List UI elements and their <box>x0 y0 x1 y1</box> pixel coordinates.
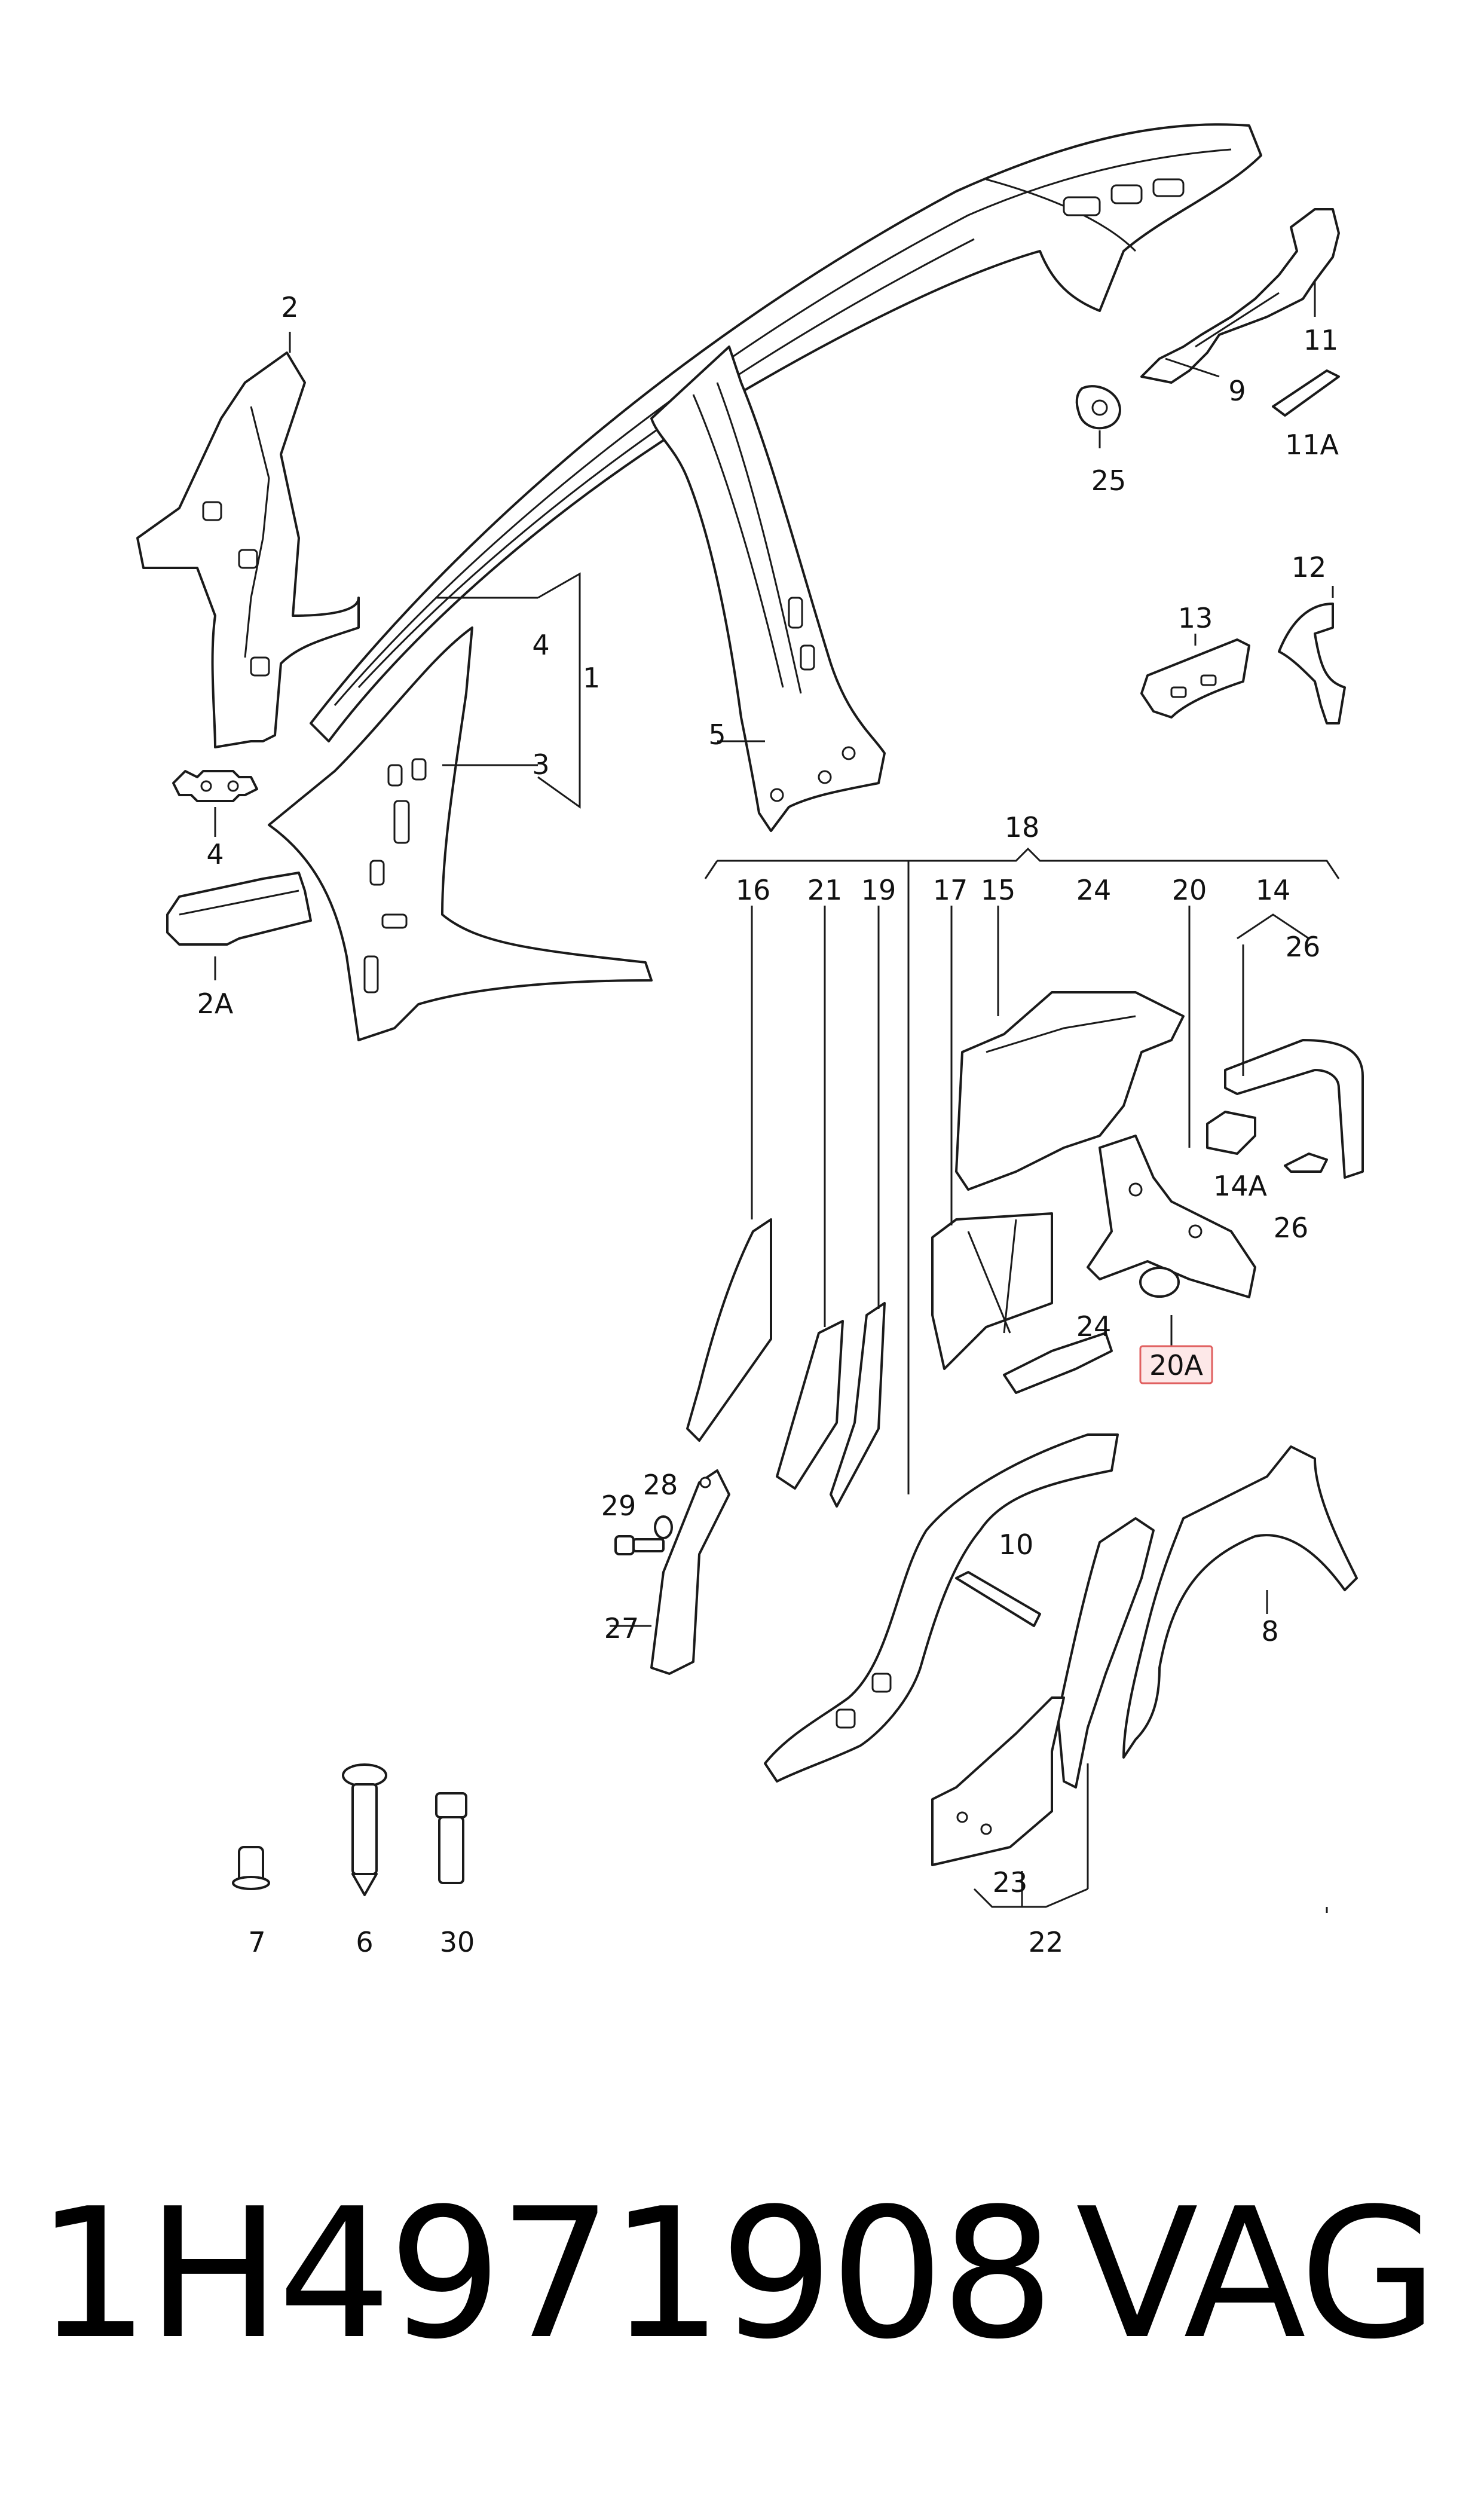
callout-9: 9 <box>1228 375 1246 407</box>
pillar-trims <box>686 1218 886 1508</box>
trim-bracket-12 <box>1278 603 1346 724</box>
callout-labels: 1 2 2A 3 4 4 5 6 7 8 9 10 11 11A 12 13 1… <box>197 291 1339 1958</box>
callout-30: 30 <box>440 1926 475 1958</box>
callout-2A: 2A <box>197 988 234 1020</box>
callout-23: 23 <box>993 1866 1028 1899</box>
c-pillar-lower <box>931 1517 1155 1866</box>
a-pillar-reinforcement <box>136 351 360 748</box>
b-pillar <box>650 346 886 832</box>
bolt-29 <box>614 1535 665 1555</box>
callout-22: 22 <box>1029 1926 1064 1958</box>
callout-3: 3 <box>532 748 549 781</box>
wheel-arch-frame <box>1206 1039 1364 1179</box>
wheelhouse-outer <box>1122 1445 1358 1759</box>
a-pillar-side-panel <box>268 626 653 1041</box>
callout-27: 27 <box>604 1612 640 1644</box>
callout-11A: 11A <box>1285 429 1339 461</box>
callout-20A-highlight <box>1139 1345 1213 1384</box>
callout-25: 25 <box>1091 464 1127 497</box>
screw-30 <box>435 1792 467 1884</box>
callout-6: 6 <box>356 1926 373 1958</box>
washer-28 <box>654 1515 673 1539</box>
callout-26-upper: 26 <box>1286 931 1321 963</box>
callout-10: 10 <box>999 1528 1034 1561</box>
brand-label: VAG <box>1076 2170 1438 2379</box>
callout-19: 19 <box>861 874 896 906</box>
trim-bracket-13 <box>1140 638 1250 719</box>
callout-7: 7 <box>248 1926 265 1958</box>
callout-2: 2 <box>281 291 298 323</box>
callout-12: 12 <box>1292 551 1327 583</box>
callout-24-upper: 24 <box>1076 874 1112 906</box>
callout-21: 21 <box>807 874 843 906</box>
sill-panel <box>764 1433 1119 1783</box>
callout-15: 15 <box>981 874 1016 906</box>
reinforcement-plate <box>166 872 312 946</box>
callout-29: 29 <box>601 1490 637 1522</box>
rivet-nut-7 <box>232 1846 270 1890</box>
callout-18: 18 <box>1005 811 1040 843</box>
callout-20A: 20A <box>1149 1349 1204 1381</box>
part-number: 1H4971908 <box>36 2170 1055 2379</box>
callout-11: 11 <box>1304 324 1339 356</box>
callout-20: 20 <box>1172 874 1207 906</box>
callout-14-upper: 14 <box>1256 874 1291 906</box>
roof-frame-arc <box>310 123 1262 742</box>
clip-10 <box>955 1571 1041 1627</box>
leader-lines <box>214 281 1340 1913</box>
small-bracket <box>172 770 258 802</box>
callout-24-lower: 24 <box>1076 1310 1112 1343</box>
screw-6 <box>342 1763 387 1896</box>
callout-17: 17 <box>933 874 968 906</box>
inner-quarter-panels <box>931 991 1256 1394</box>
callout-28: 28 <box>643 1469 678 1501</box>
callout-5: 5 <box>708 719 726 751</box>
callout-8: 8 <box>1261 1615 1278 1647</box>
hinge-parts <box>1075 208 1340 430</box>
callout-1: 1 <box>583 662 600 694</box>
callout-4-upper: 4 <box>532 629 549 661</box>
callout-13: 13 <box>1178 602 1213 634</box>
callout-26-lower: 26 <box>1274 1212 1309 1244</box>
callout-14A: 14A <box>1213 1170 1268 1202</box>
callout-4-lower: 4 <box>206 838 224 870</box>
bracket-27 <box>650 1469 730 1675</box>
callout-16: 16 <box>736 874 771 906</box>
